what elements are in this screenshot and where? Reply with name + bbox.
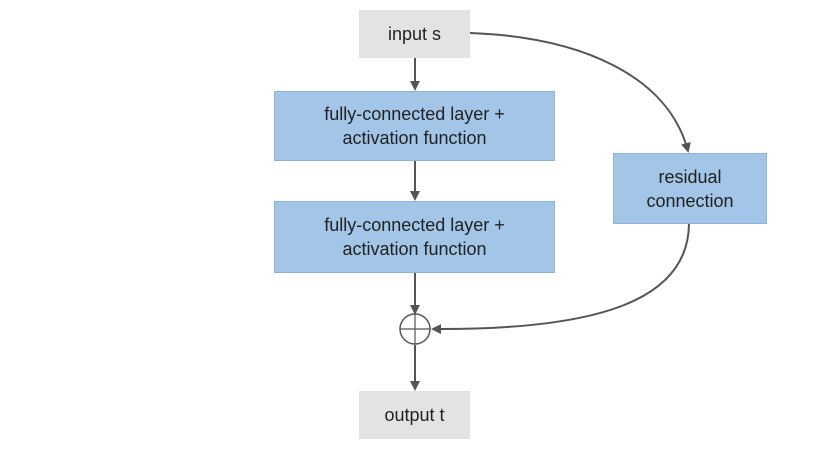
- residual-connection-node: residual connection: [613, 153, 767, 224]
- residual-connection-label: residual connection: [646, 166, 734, 211]
- fc-layer-1-label: fully-connected layer + activation funct…: [324, 104, 505, 148]
- output-node: output t: [359, 391, 470, 439]
- plus-circle-icon: [399, 313, 431, 345]
- arrow-residual-to-sum: [431, 223, 690, 335]
- input-label: input s: [387, 24, 442, 44]
- output-label: output t: [384, 405, 445, 425]
- fc-layer-2-node: fully-connected layer + activation funct…: [274, 201, 555, 273]
- fc-layer-1-node: fully-connected layer + activation funct…: [274, 91, 555, 161]
- input-node: input s: [359, 10, 470, 58]
- fc-layer-2-label: fully-connected layer + activation funct…: [324, 215, 505, 259]
- arrow-input-to-residual: [469, 32, 691, 153]
